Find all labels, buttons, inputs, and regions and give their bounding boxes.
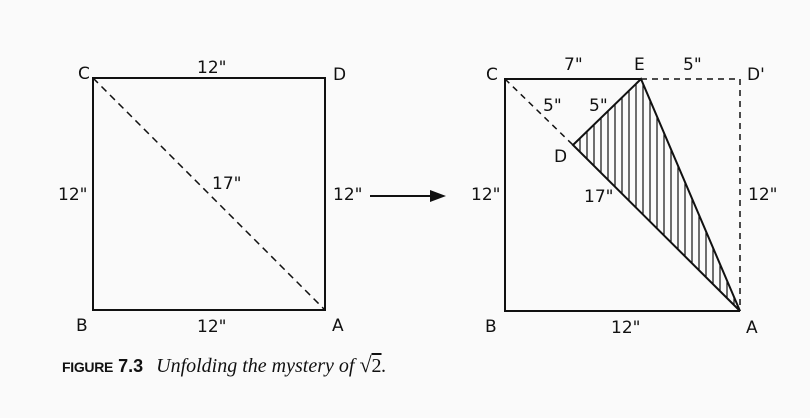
right-fold-crease — [504, 78, 574, 146]
right-square-dashed-edges — [641, 78, 741, 311]
right-vertex-d-prime: D' — [747, 65, 765, 85]
caption-lead: FIGURE — [62, 359, 114, 375]
right-bottom-length: 12" — [611, 318, 640, 338]
figure-caption: FIGURE 7.3 Unfolding the mystery of √2. — [62, 352, 387, 378]
left-right-length: 12" — [333, 185, 362, 205]
caption-number: 7.3 — [118, 356, 144, 376]
right-square: C E D' D B A 7" 5" 5" 5" 17" 12" 12" 12" — [471, 55, 777, 338]
right-vertex-b: B — [485, 317, 497, 337]
right-vertex-d: D — [554, 147, 567, 167]
left-vertex-a: A — [332, 316, 344, 336]
left-diagonal-fold-line — [92, 77, 326, 311]
right-right-length: 12" — [748, 185, 777, 205]
left-vertex-b: B — [76, 316, 88, 336]
right-vertex-e: E — [634, 55, 645, 75]
arrow-head — [430, 190, 446, 202]
right-vertex-a: A — [746, 318, 758, 338]
right-ed-prime-length: 5" — [683, 55, 702, 75]
right-de-length: 5" — [589, 96, 608, 116]
left-diagonal-length: 17" — [212, 174, 241, 194]
caption-period: . — [381, 355, 387, 377]
caption-radical: √ — [359, 352, 372, 377]
caption-radicand: 2 — [371, 355, 382, 377]
right-ce-length: 7" — [564, 55, 583, 75]
left-vertex-c: C — [78, 64, 90, 84]
left-square: C D B A 12" 12" 12" 12" 17" — [58, 58, 362, 337]
right-left-length: 12" — [471, 185, 500, 205]
right-square-solid-edges — [504, 78, 740, 312]
caption-text: Unfolding the mystery of — [156, 355, 355, 377]
folded-triangle — [571, 77, 741, 312]
left-bottom-length: 12" — [197, 317, 226, 337]
left-vertex-d: D — [333, 65, 346, 85]
left-left-length: 12" — [58, 185, 87, 205]
right-cd-length: 5" — [543, 96, 562, 116]
transform-arrow — [370, 190, 446, 202]
right-vertex-c: C — [486, 65, 498, 85]
right-da-length: 17" — [584, 187, 613, 207]
left-square-outline — [92, 77, 326, 311]
left-top-length: 12" — [197, 58, 226, 78]
